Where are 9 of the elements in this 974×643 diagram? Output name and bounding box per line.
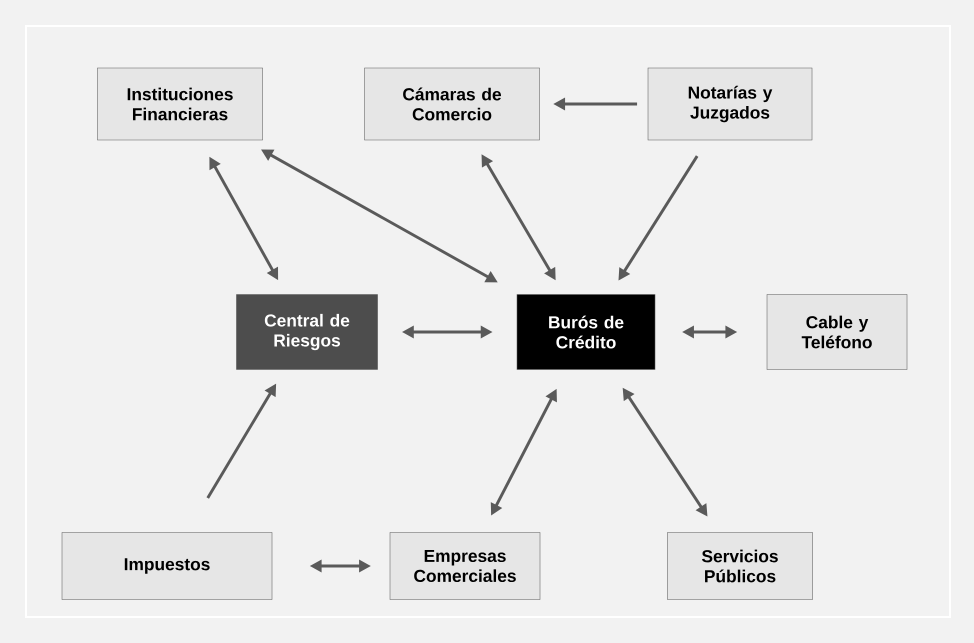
box: Empresas Comerciales: [390, 532, 540, 600]
box: Servicios Públicos: [667, 532, 813, 600]
box: Notarías y Juzgados: [648, 68, 812, 140]
box: Burós de Crédito: [516, 294, 656, 370]
box: Central de Riesgos: [236, 294, 378, 370]
box: Instituciones Financieras: [97, 68, 263, 140]
box: Cable y Teléfono: [766, 294, 908, 370]
box: Cámaras de Comercio: [364, 68, 540, 140]
box: Impuestos: [62, 532, 272, 600]
